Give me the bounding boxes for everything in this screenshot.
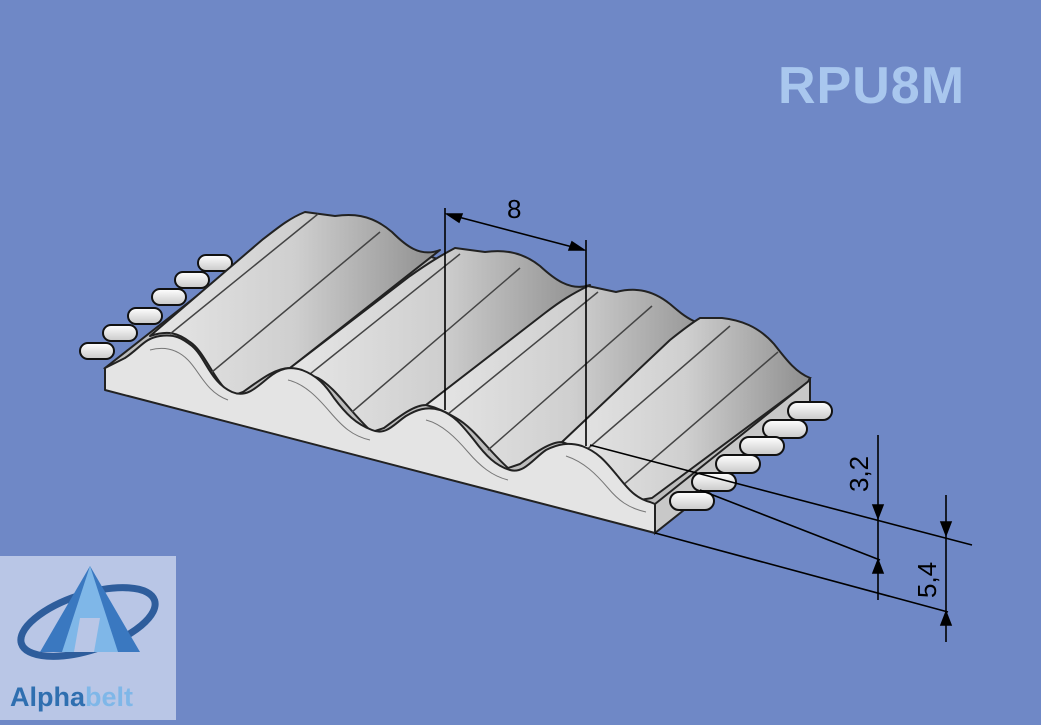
logo-part1: Alpha <box>10 682 86 712</box>
logo-part2: belt <box>85 682 134 712</box>
logo-wordmark: Alphabelt <box>10 682 133 713</box>
height-dimensions <box>589 435 973 642</box>
product-title: RPU8M <box>778 57 966 115</box>
tooth-height-label: 3,2 <box>844 456 874 492</box>
alphabelt-logo-icon <box>17 566 159 660</box>
logo-panel <box>0 556 176 720</box>
right-cords <box>669 401 833 511</box>
left-cords <box>79 254 233 360</box>
pitch-dimension <box>444 208 587 446</box>
belt-body <box>102 211 812 535</box>
pitch-label: 8 <box>507 194 521 224</box>
total-height-label: 5,4 <box>912 562 942 598</box>
